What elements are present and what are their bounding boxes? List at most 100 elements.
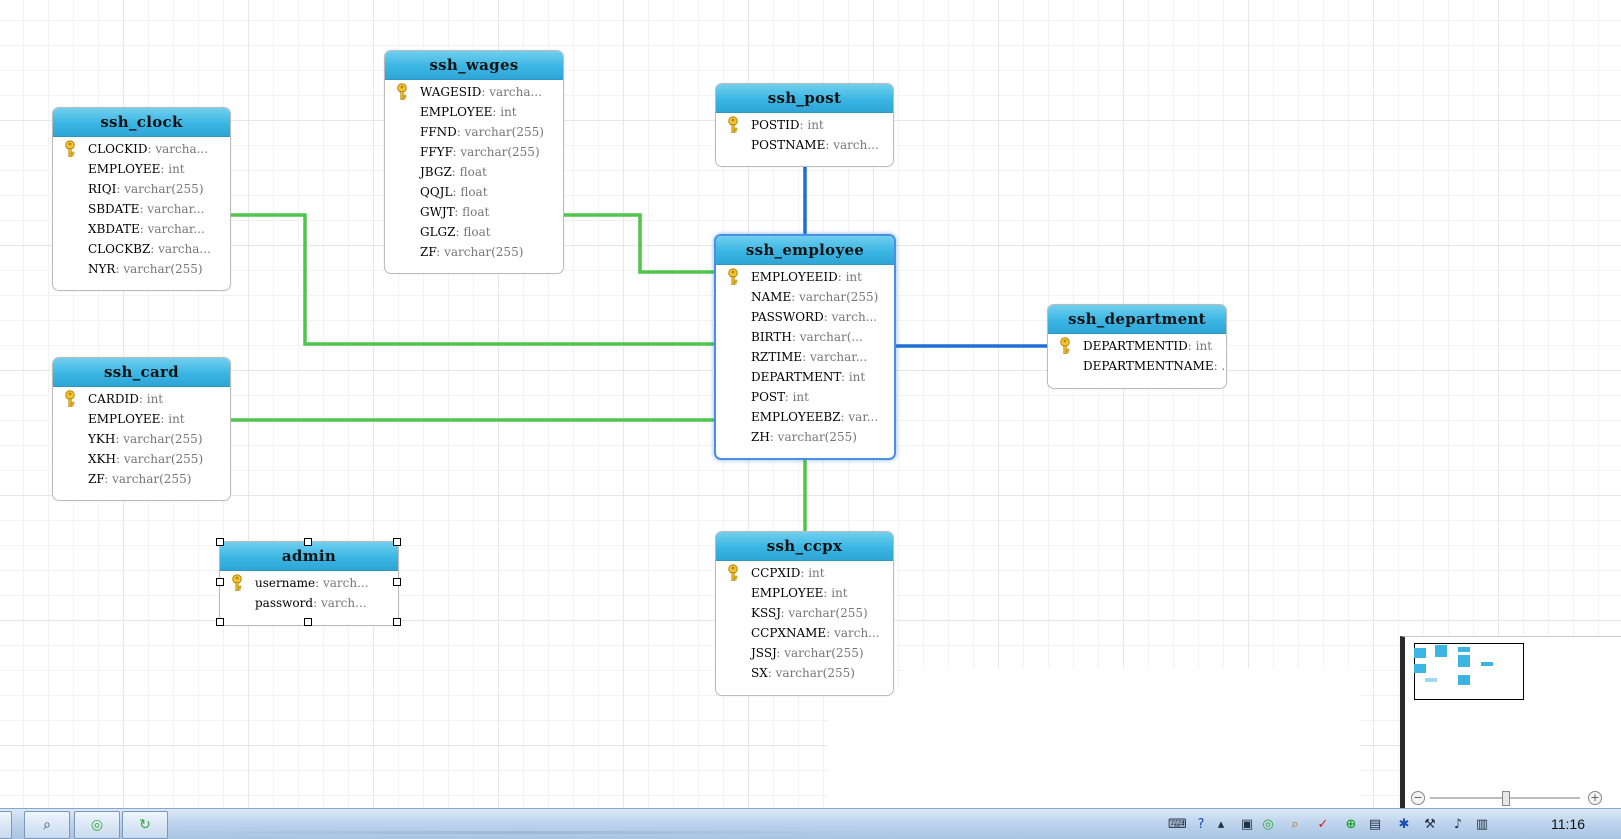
resize-handle[interactable] — [216, 578, 224, 586]
table-ssh-wages[interactable]: ssh_wages WAGESID: varcha...EMPLOYEE: in… — [384, 50, 564, 274]
zoom-in-button[interactable]: + — [1588, 791, 1602, 805]
link-clock-employee[interactable] — [229, 213, 714, 346]
field-name: EMPLOYEEBZ — [751, 410, 841, 424]
taskbar-app-refresh[interactable]: ↻ — [122, 811, 168, 839]
field-row[interactable]: XKH: varchar(255) — [53, 449, 230, 469]
field-row[interactable]: FFND: varchar(255) — [385, 122, 563, 142]
field-row[interactable]: QQJL: float — [385, 182, 563, 202]
table-title: ssh_employee — [716, 236, 894, 265]
field-row[interactable]: EMPLOYEEID: int — [716, 267, 894, 287]
field-row[interactable]: YKH: varchar(255) — [53, 429, 230, 449]
expand-tray-icon[interactable]: ▴ — [1217, 817, 1225, 832]
field-row[interactable]: DEPARTMENT: int — [716, 367, 894, 387]
field-row[interactable]: username: varch... — [220, 573, 398, 593]
field-row[interactable]: PASSWORD: varch... — [716, 307, 894, 327]
antivirus-icon[interactable]: ✓ — [1317, 817, 1329, 832]
taskbar-button[interactable] — [0, 811, 12, 839]
field-type: int — [807, 118, 824, 132]
field-row[interactable]: EMPLOYEE: int — [53, 159, 230, 179]
resize-handle[interactable] — [393, 578, 401, 586]
clock[interactable]: 11:16 — [1551, 816, 1585, 832]
network-tool-icon[interactable]: ⚒ — [1424, 817, 1436, 832]
field-row[interactable]: password: varch... — [220, 593, 398, 613]
field-row[interactable]: JBGZ: float — [385, 162, 563, 182]
screenshot-icon[interactable]: ▣ — [1240, 817, 1254, 832]
field-row[interactable]: NYR: varchar(255) — [53, 259, 230, 279]
field-row[interactable]: EMPLOYEEBZ: var... — [716, 407, 894, 427]
resize-handle[interactable] — [304, 538, 312, 546]
field-row[interactable]: ZF: varchar(255) — [385, 242, 563, 262]
bluetooth-icon[interactable]: ✱ — [1398, 817, 1410, 832]
field-name: GWJT — [420, 205, 455, 219]
field-row[interactable]: CLOCKBZ: varcha... — [53, 239, 230, 259]
field-row[interactable]: CARDID: int — [53, 389, 230, 409]
overview-table-block — [1435, 645, 1447, 657]
field-name: ZF — [420, 245, 437, 259]
resize-handle[interactable] — [216, 618, 224, 626]
field-row[interactable]: XBDATE: varchar... — [53, 219, 230, 239]
field-row[interactable]: GLGZ: float — [385, 222, 563, 242]
browser-tray-icon[interactable]: ◎ — [1262, 817, 1274, 832]
field-row[interactable]: POSTNAME: varch... — [716, 135, 893, 155]
taskbar-app-search[interactable]: ⌕ — [24, 811, 70, 839]
field-row[interactable]: ZF: varchar(255) — [53, 469, 230, 489]
field-type: varch... — [322, 576, 369, 590]
resize-handle[interactable] — [216, 538, 224, 546]
field-row[interactable]: FFYF: varchar(255) — [385, 142, 563, 162]
field-row[interactable]: CLOCKID: varcha... — [53, 139, 230, 159]
field-name: CCPXNAME — [751, 626, 827, 640]
field-row[interactable]: POST: int — [716, 387, 894, 407]
field-row[interactable]: ZH: varchar(255) — [716, 427, 894, 447]
field-row[interactable]: SBDATE: varchar... — [53, 199, 230, 219]
table-ssh-clock[interactable]: ssh_clock CLOCKID: varcha...EMPLOYEE: in… — [52, 107, 231, 291]
overview-panel[interactable]: − + — [1400, 636, 1621, 808]
zoom-out-button[interactable]: − — [1411, 791, 1425, 805]
field-row[interactable]: RIQI: varchar(255) — [53, 179, 230, 199]
field-separator: : — [138, 392, 147, 406]
field-row[interactable]: DEPARTMENTNAME: ... — [1048, 356, 1226, 376]
relationship-lines — [229, 165, 1047, 531]
canvas-blank-area — [828, 690, 928, 808]
field-row[interactable]: RZTIME: varchar... — [716, 347, 894, 367]
resize-handle[interactable] — [304, 618, 312, 626]
search-tray-icon[interactable]: ⌕ — [1291, 817, 1299, 832]
field-separator: : — [147, 142, 156, 156]
field-row[interactable]: JSSJ: varchar(255) — [716, 643, 893, 663]
field-name: DEPARTMENTNAME — [1083, 359, 1214, 373]
field-row[interactable]: WAGESID: varcha... — [385, 82, 563, 102]
field-row[interactable]: POSTID: int — [716, 115, 893, 135]
resize-handle[interactable] — [393, 618, 401, 626]
diagram-canvas[interactable]: ssh_wages WAGESID: varcha...EMPLOYEE: in… — [0, 0, 1621, 808]
zoom-slider-thumb[interactable] — [1502, 791, 1510, 806]
field-row[interactable]: EMPLOYEE: int — [385, 102, 563, 122]
field-row[interactable]: NAME: varchar(255) — [716, 287, 894, 307]
link-wages-employee[interactable] — [562, 213, 714, 274]
field-row[interactable]: CCPXNAME: varch... — [716, 623, 893, 643]
field-row[interactable]: KSSJ: varchar(255) — [716, 603, 893, 623]
field-row[interactable]: SX: varchar(255) — [716, 663, 893, 683]
network-icon[interactable]: ▥ — [1475, 817, 1489, 832]
field-row[interactable]: CCPXID: int — [716, 563, 893, 583]
resize-handle[interactable] — [393, 538, 401, 546]
field-row[interactable]: EMPLOYEE: int — [716, 583, 893, 603]
field-row[interactable]: GWJT: float — [385, 202, 563, 222]
field-name: ZF — [88, 472, 105, 486]
vm-icon[interactable]: ▤ — [1368, 817, 1382, 832]
add-icon[interactable]: ⊕ — [1345, 817, 1357, 832]
field-row[interactable]: EMPLOYEE: int — [53, 409, 230, 429]
field-separator: : — [150, 242, 159, 256]
volume-icon[interactable]: ♪ — [1453, 817, 1463, 832]
field-row[interactable]: DEPARTMENTID: int — [1048, 336, 1226, 356]
field-name: XBDATE — [88, 222, 140, 236]
field-row[interactable]: BIRTH: varchar(... — [716, 327, 894, 347]
field-separator: : — [160, 162, 169, 176]
table-admin[interactable]: admin username: varch...password: varch.… — [219, 541, 399, 626]
taskbar-app-browser[interactable]: ◎ — [74, 811, 120, 839]
help-icon[interactable]: ? — [1197, 817, 1205, 832]
keyboard-icon[interactable]: ⌨ — [1168, 817, 1187, 832]
